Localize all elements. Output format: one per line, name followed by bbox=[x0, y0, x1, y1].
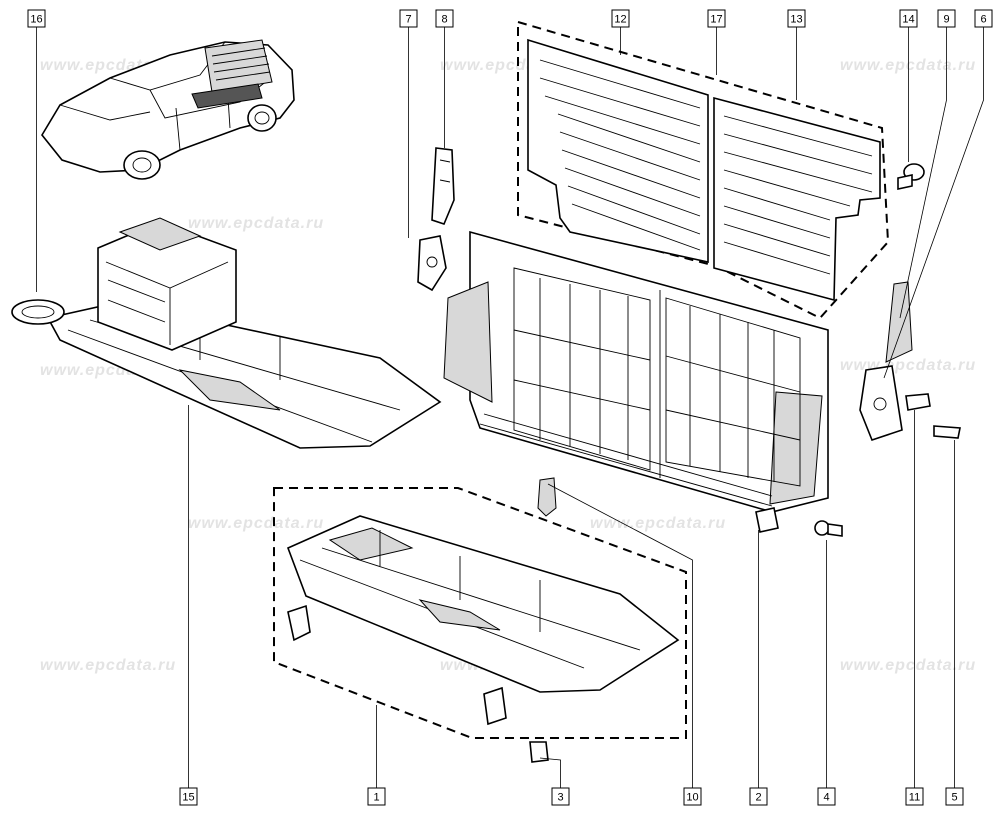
watermark: www.epcdata.ru bbox=[188, 215, 324, 232]
callout-label-15: 15 bbox=[182, 792, 194, 804]
callout-label-16: 16 bbox=[30, 14, 42, 26]
bolt-part-5 bbox=[933, 425, 961, 439]
backrest-panel-right bbox=[713, 96, 881, 302]
watermark: www.epcdata.ru bbox=[840, 357, 976, 374]
callout-label-12: 12 bbox=[614, 14, 626, 26]
callout-label-2: 2 bbox=[755, 792, 761, 804]
callout-box-1 bbox=[367, 787, 386, 806]
callout-box-5 bbox=[945, 787, 964, 806]
callout-box-16 bbox=[27, 9, 46, 28]
hinge-bracket-part-8 bbox=[431, 147, 455, 225]
callout-leader-10 bbox=[547, 483, 693, 788]
fastener-part-3 bbox=[529, 741, 549, 763]
latch-handle-part-9 bbox=[885, 281, 913, 363]
callout-label-11: 11 bbox=[909, 792, 920, 804]
callout-label-9: 9 bbox=[943, 14, 949, 26]
seat-cushion-frame-part-15 bbox=[46, 217, 442, 449]
callout-label-5: 5 bbox=[951, 792, 957, 804]
callout-label-8: 8 bbox=[441, 14, 447, 26]
seat-cushion-group-outline bbox=[273, 487, 687, 739]
backrest-panel-left bbox=[527, 38, 709, 263]
callout-box-13 bbox=[787, 9, 806, 28]
seat-bracket-left-lower bbox=[483, 686, 507, 726]
seat-back-frame bbox=[443, 230, 829, 513]
buckle-part-10 bbox=[537, 477, 557, 517]
bolt-part-11 bbox=[905, 393, 931, 411]
seat-bracket-left-upper bbox=[287, 604, 311, 642]
callout-leader-3 bbox=[539, 757, 561, 788]
callout-label-3: 3 bbox=[557, 792, 563, 804]
callout-box-3 bbox=[551, 787, 570, 806]
callout-label-4: 4 bbox=[823, 792, 829, 804]
callout-label-10: 10 bbox=[686, 792, 698, 804]
callout-box-9 bbox=[937, 9, 956, 28]
watermark: www.epcdata.ru bbox=[40, 657, 176, 674]
callout-box-7 bbox=[399, 9, 418, 28]
callout-box-2 bbox=[749, 787, 768, 806]
car-illustration bbox=[41, 39, 295, 180]
callout-leader-6 bbox=[883, 27, 984, 379]
callout-box-15 bbox=[179, 787, 198, 806]
callout-label-1: 1 bbox=[373, 792, 379, 804]
watermark: www.epcdata.ru bbox=[590, 515, 726, 532]
panel-clip-part-14 bbox=[897, 163, 925, 190]
seat-cushion-tray-part-1 bbox=[286, 515, 680, 693]
callout-leader-9 bbox=[899, 27, 947, 319]
callout-label-13: 13 bbox=[790, 14, 802, 26]
backrest-panel-group-outline bbox=[517, 20, 890, 320]
latch-mechanism-part-6 bbox=[859, 365, 903, 441]
callout-label-6: 6 bbox=[980, 14, 986, 26]
callout-box-4 bbox=[817, 787, 836, 806]
hinge-bracket-part-7 bbox=[417, 235, 447, 292]
callout-box-17 bbox=[707, 9, 726, 28]
callout-box-6 bbox=[974, 9, 993, 28]
bolt-part-4 bbox=[814, 520, 843, 537]
callout-label-14: 14 bbox=[902, 14, 914, 26]
hinge-part-2 bbox=[755, 507, 779, 533]
callout-label-7: 7 bbox=[405, 14, 411, 26]
watermark: www.epcdata.ru bbox=[840, 657, 976, 674]
callout-box-8 bbox=[435, 9, 454, 28]
seat-pad-part-16 bbox=[11, 299, 65, 325]
callout-box-14 bbox=[899, 9, 918, 28]
callout-box-12 bbox=[611, 9, 630, 28]
callout-box-11 bbox=[905, 787, 924, 806]
callout-box-10 bbox=[683, 787, 702, 806]
watermark: www.epcdata.ru bbox=[188, 515, 324, 532]
callout-label-17: 17 bbox=[710, 14, 722, 26]
watermark: www.epcdata.ru bbox=[840, 57, 976, 74]
